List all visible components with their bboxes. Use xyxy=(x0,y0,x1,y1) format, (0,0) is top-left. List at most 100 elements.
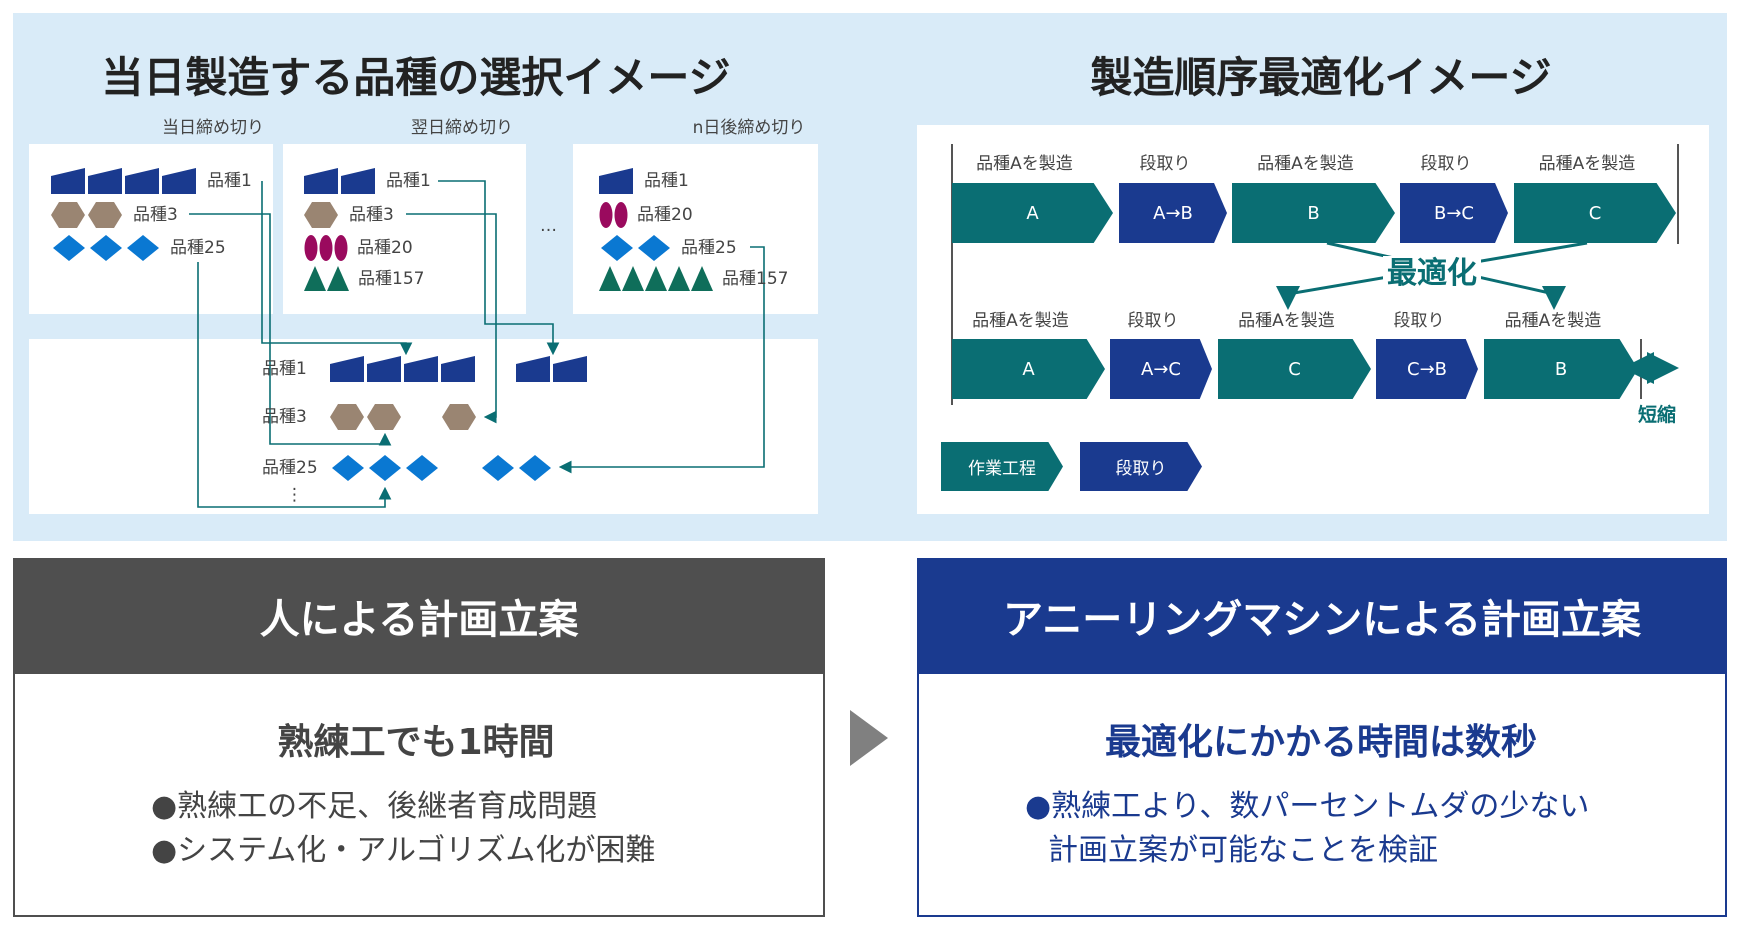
product-label: 品種20 xyxy=(637,205,693,225)
trap-item-shape xyxy=(304,168,338,194)
step-label: 段取り xyxy=(1420,154,1472,174)
timeline-start xyxy=(951,144,953,405)
ell-item-shape xyxy=(334,235,348,261)
product-label: 品種1 xyxy=(262,359,307,379)
product-label: 品種157 xyxy=(722,269,789,289)
machine-bullet: ●熟練工より、数パーセントムダの少ない xyxy=(1025,789,1590,824)
product-label: 品種1 xyxy=(207,171,252,191)
tri-item-shape xyxy=(668,266,690,291)
flow-line xyxy=(189,213,392,446)
step-label: 段取り xyxy=(1393,311,1445,331)
setup-step-chevron: A→C xyxy=(1110,339,1212,399)
ell-item-shape xyxy=(304,235,318,261)
ellipsis: … xyxy=(540,216,557,236)
product-label: 品種25 xyxy=(262,458,318,478)
dia-item-shape xyxy=(90,235,122,261)
flow-line xyxy=(261,181,413,356)
timeline-end-original xyxy=(1677,144,1679,244)
product-label: 品種1 xyxy=(386,171,431,191)
step-label: 品種Aを製造 xyxy=(1257,154,1354,174)
tri-item-shape xyxy=(645,266,667,291)
step-label: 品種Aを製造 xyxy=(976,154,1073,174)
deadline-n-days: n日後締め切り xyxy=(692,118,806,138)
machine-bullet: 計画立案が可能なことを検証 xyxy=(1048,833,1438,868)
step-label: 品種Aを製造 xyxy=(1238,311,1335,331)
trap-item-shape xyxy=(516,356,550,382)
trap-item-shape xyxy=(341,168,375,194)
human-planning-header: 人による計画立案 xyxy=(13,558,825,674)
trap-item-shape xyxy=(599,168,633,194)
vertical-ellipsis: ⋮ xyxy=(286,485,303,505)
product-label: 品種1 xyxy=(644,171,689,191)
product-label: 品種3 xyxy=(133,205,178,225)
tri-item-shape xyxy=(327,266,349,291)
ell-item-shape xyxy=(599,202,613,228)
tri-item-shape xyxy=(691,266,713,291)
legend-work-process: 作業工程 xyxy=(941,442,1063,491)
step-label: 品種Aを製造 xyxy=(972,311,1069,331)
product-label: 品種20 xyxy=(357,238,413,258)
dia-item-shape xyxy=(53,235,85,261)
trap-item-shape xyxy=(162,168,196,194)
ell-item-shape xyxy=(319,235,333,261)
work-step-chevron: B xyxy=(1232,183,1395,243)
human-bullet: ●システム化・アルゴリズム化が困難 xyxy=(151,833,656,868)
product-label: 品種3 xyxy=(349,205,394,225)
dia-item-shape xyxy=(519,455,551,481)
product-label: 品種157 xyxy=(358,269,425,289)
next-arrow-icon xyxy=(850,710,888,766)
dia-item-shape xyxy=(482,455,514,481)
product-label: 品種25 xyxy=(681,238,737,258)
product-label: 品種3 xyxy=(262,407,307,427)
left-title: 当日製造する品種の選択イメージ xyxy=(101,53,731,102)
hex-item-shape xyxy=(367,404,401,430)
deadline-today: 当日締め切り xyxy=(162,118,264,138)
flow-line xyxy=(197,262,392,508)
hex-item-shape xyxy=(51,202,85,228)
dia-item-shape xyxy=(332,455,364,481)
trap-item-shape xyxy=(367,356,401,382)
dia-item-shape xyxy=(406,455,438,481)
step-label: 品種Aを製造 xyxy=(1504,311,1602,331)
tri-item-shape xyxy=(599,266,621,291)
setup-step-chevron: A→B xyxy=(1119,183,1227,243)
trap-item-shape xyxy=(51,168,85,194)
work-step-chevron: A xyxy=(952,339,1105,399)
step-label: 段取り xyxy=(1127,311,1179,331)
work-step-chevron: A xyxy=(952,183,1113,243)
right-title: 製造順序最適化イメージ xyxy=(1090,53,1552,102)
hex-item-shape xyxy=(304,202,338,228)
machine-headline: 最適化にかかる時間は数秒 xyxy=(1104,722,1538,763)
dia-item-shape xyxy=(369,455,401,481)
setup-step-chevron: B→C xyxy=(1400,183,1508,243)
work-step-chevron: C xyxy=(1218,339,1371,399)
flow-line xyxy=(558,246,765,474)
trap-item-shape xyxy=(88,168,122,194)
trap-item-shape xyxy=(330,356,364,382)
human-headline: 熟練工でも1時間 xyxy=(277,722,555,763)
work-step-chevron: C xyxy=(1514,183,1676,243)
step-label: 段取り xyxy=(1139,154,1191,174)
dia-item-shape xyxy=(127,235,159,261)
human-bullet: ●熟練工の不足、後継者育成問題 xyxy=(151,789,598,824)
legend-setup: 段取り xyxy=(1080,442,1202,491)
dia-item-shape xyxy=(638,235,670,261)
tri-item-shape xyxy=(304,266,326,291)
hex-item-shape xyxy=(330,404,364,430)
deadline-tomorrow: 翌日締め切り xyxy=(411,118,513,138)
machine-planning-header: アニーリングマシンによる計画立案 xyxy=(917,558,1727,674)
shorten-label: 短縮 xyxy=(1638,404,1677,426)
tri-item-shape xyxy=(622,266,644,291)
trap-item-shape xyxy=(404,356,438,382)
product-label: 品種25 xyxy=(170,238,226,258)
hex-item-shape xyxy=(88,202,122,228)
dia-item-shape xyxy=(601,235,633,261)
setup-step-chevron: C→B xyxy=(1376,339,1478,399)
flow-line xyxy=(406,213,497,424)
hex-item-shape xyxy=(442,404,476,430)
trap-item-shape xyxy=(553,356,587,382)
step-label: 品種Aを製造 xyxy=(1538,154,1636,174)
optimize-arrow xyxy=(1276,241,1588,310)
optimize-label: 最適化 xyxy=(1383,256,1481,292)
trap-item-shape xyxy=(125,168,159,194)
